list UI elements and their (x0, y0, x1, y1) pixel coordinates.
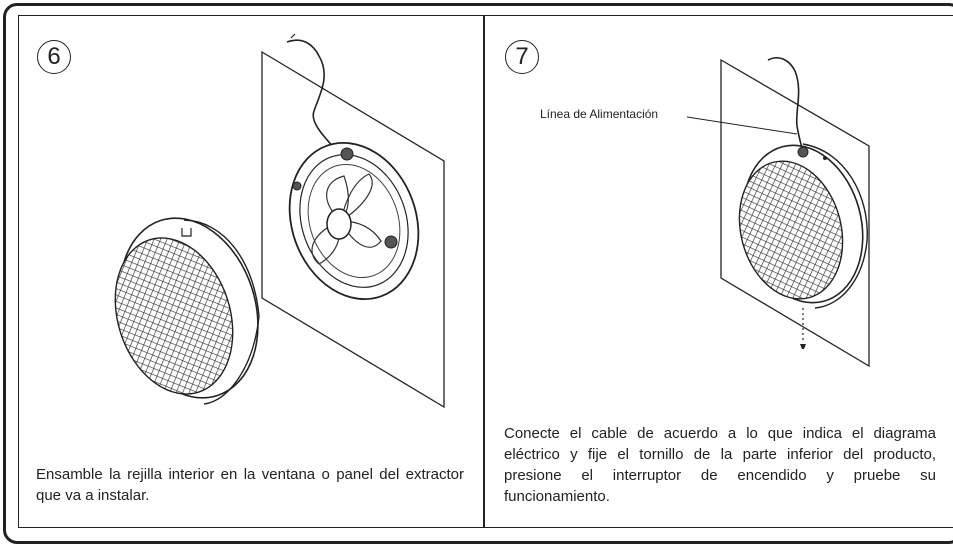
step-7-panel: 7 Línea de Alimentación Conecte el cable… (484, 15, 953, 528)
installed-fan (738, 143, 868, 309)
power-cable (286, 39, 342, 157)
power-cable (767, 56, 804, 153)
step-7-illustration (686, 56, 870, 368)
callout-leader (686, 116, 798, 135)
step-6-illustration (114, 33, 445, 409)
instruction-frame (3, 3, 953, 544)
power-line-callout: Línea de Alimentación (540, 107, 659, 121)
interior-grille (114, 217, 260, 405)
step-7-caption: Conecte el cable de acuerdo a lo que ind… (504, 425, 936, 505)
fan-housing-ring (288, 141, 420, 301)
step-6-caption: Ensamble la rejilla interior en la venta… (36, 466, 464, 504)
screw-icon (800, 344, 806, 349)
step-6-panel: 6 (18, 15, 484, 528)
step-7-number: 7 (505, 40, 539, 74)
step-6-number: 6 (37, 40, 71, 74)
